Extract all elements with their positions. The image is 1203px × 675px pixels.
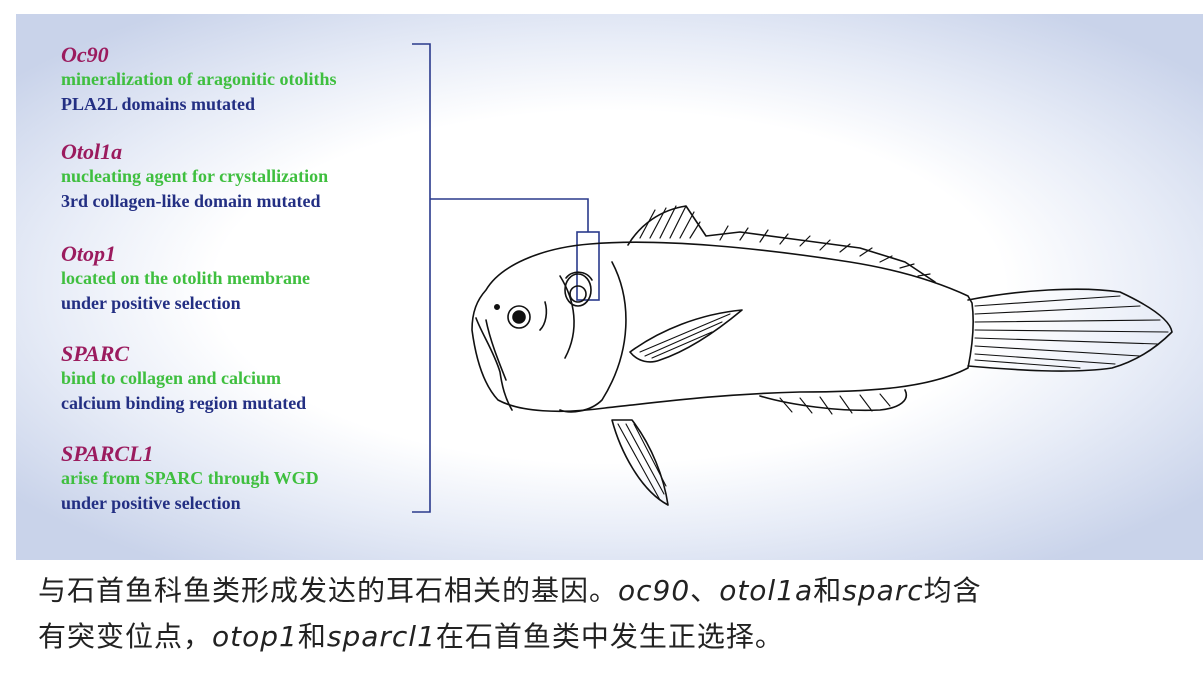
dorsal-fin xyxy=(628,206,935,282)
caption-gene: otop1 xyxy=(212,620,298,653)
caption-text: 在石首鱼类中发生正选择。 xyxy=(436,620,784,653)
caption-text: 和 xyxy=(298,620,327,653)
gene-bracket xyxy=(412,44,599,512)
caption-text: 和 xyxy=(813,574,842,607)
fish-gill-cover xyxy=(560,262,626,412)
pectoral-fin xyxy=(630,310,742,362)
caption-gene: sparcl1 xyxy=(327,620,436,653)
caption-text: 均含 xyxy=(924,574,982,607)
caption-line-2: 有突变位点，otop1和sparcl1在石首鱼类中发生正选择。 xyxy=(38,614,1198,660)
caption-gene: sparc xyxy=(842,574,923,607)
figure-caption: 与石首鱼科鱼类形成发达的耳石相关的基因。oc90、otol1a和sparc均含 … xyxy=(38,568,1198,660)
caption-gene: otol1a xyxy=(719,574,813,607)
fish-body xyxy=(472,242,973,411)
caption-text: 与石首鱼科鱼类形成发达的耳石相关的基因。 xyxy=(38,574,618,607)
caption-line-1: 与石首鱼科鱼类形成发达的耳石相关的基因。oc90、otol1a和sparc均含 xyxy=(38,568,1198,614)
caption-text: 有突变位点， xyxy=(38,620,212,653)
pelvic-fin xyxy=(612,420,668,505)
caption-text: 、 xyxy=(690,574,719,607)
caption-gene: oc90 xyxy=(618,574,690,607)
